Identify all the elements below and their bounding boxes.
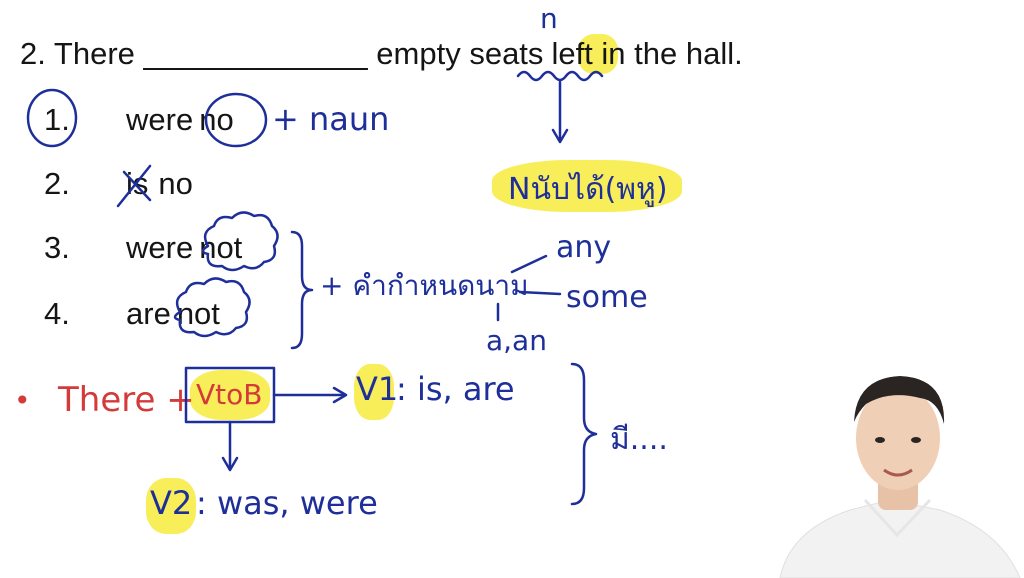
option-3-verb: were: [126, 230, 194, 265]
brace-options-3-4: [290, 230, 314, 350]
option-4-number: 4.: [44, 296, 70, 331]
note-v1-label: V1: [356, 370, 399, 408]
note-some: some: [566, 280, 648, 315]
highlight-v2: [146, 478, 196, 534]
presenter-webcam: [779, 376, 1021, 578]
note-v2-forms: : was, were: [196, 484, 378, 522]
question-blank: _____________: [143, 36, 368, 71]
option-3-number: 3.: [44, 230, 70, 265]
option-2-word: no: [158, 166, 193, 201]
note-meaning: มี....: [610, 422, 668, 457]
note-countable: Nนับได้(พหู): [508, 172, 668, 207]
note-vtob: VtoB: [196, 378, 263, 411]
highlight-v1: [354, 364, 394, 420]
note-there-plus: There +: [58, 380, 195, 420]
arrow-to-v2-head: [221, 456, 239, 472]
option-3-word: not: [199, 230, 243, 265]
question-rest: left in the hall.: [551, 36, 743, 71]
arrow-to-v1-head: [332, 386, 348, 404]
note-plus-determiner: + คำกำหนดนาม: [320, 269, 529, 302]
question-empty: empty: [376, 36, 461, 71]
arrow-seats-head: [551, 128, 569, 144]
note-n-mark: n: [540, 2, 558, 35]
note-v1-forms: : is, are: [396, 370, 515, 408]
highlight-countable: [492, 160, 682, 212]
highlight-seats: [578, 34, 618, 74]
option-4-word: not: [176, 296, 220, 331]
note-a-an: a,an: [486, 324, 547, 357]
note-plus-noun: + naun: [272, 100, 390, 138]
option-1-word: no: [199, 102, 234, 137]
question-seats: seats: [469, 36, 544, 71]
option-1-number: 1.: [44, 102, 70, 137]
option-1-verb: were: [126, 102, 194, 137]
note-any: any: [556, 230, 612, 265]
brace-meaning: [570, 362, 598, 506]
option-4-verb: are: [126, 296, 171, 331]
note-bullet: •: [14, 384, 31, 417]
option-2-verb: is: [126, 166, 149, 201]
note-v2-label: V2: [150, 484, 193, 522]
question-prefix: 2. There: [20, 36, 135, 71]
option-2-number: 2.: [44, 166, 70, 201]
